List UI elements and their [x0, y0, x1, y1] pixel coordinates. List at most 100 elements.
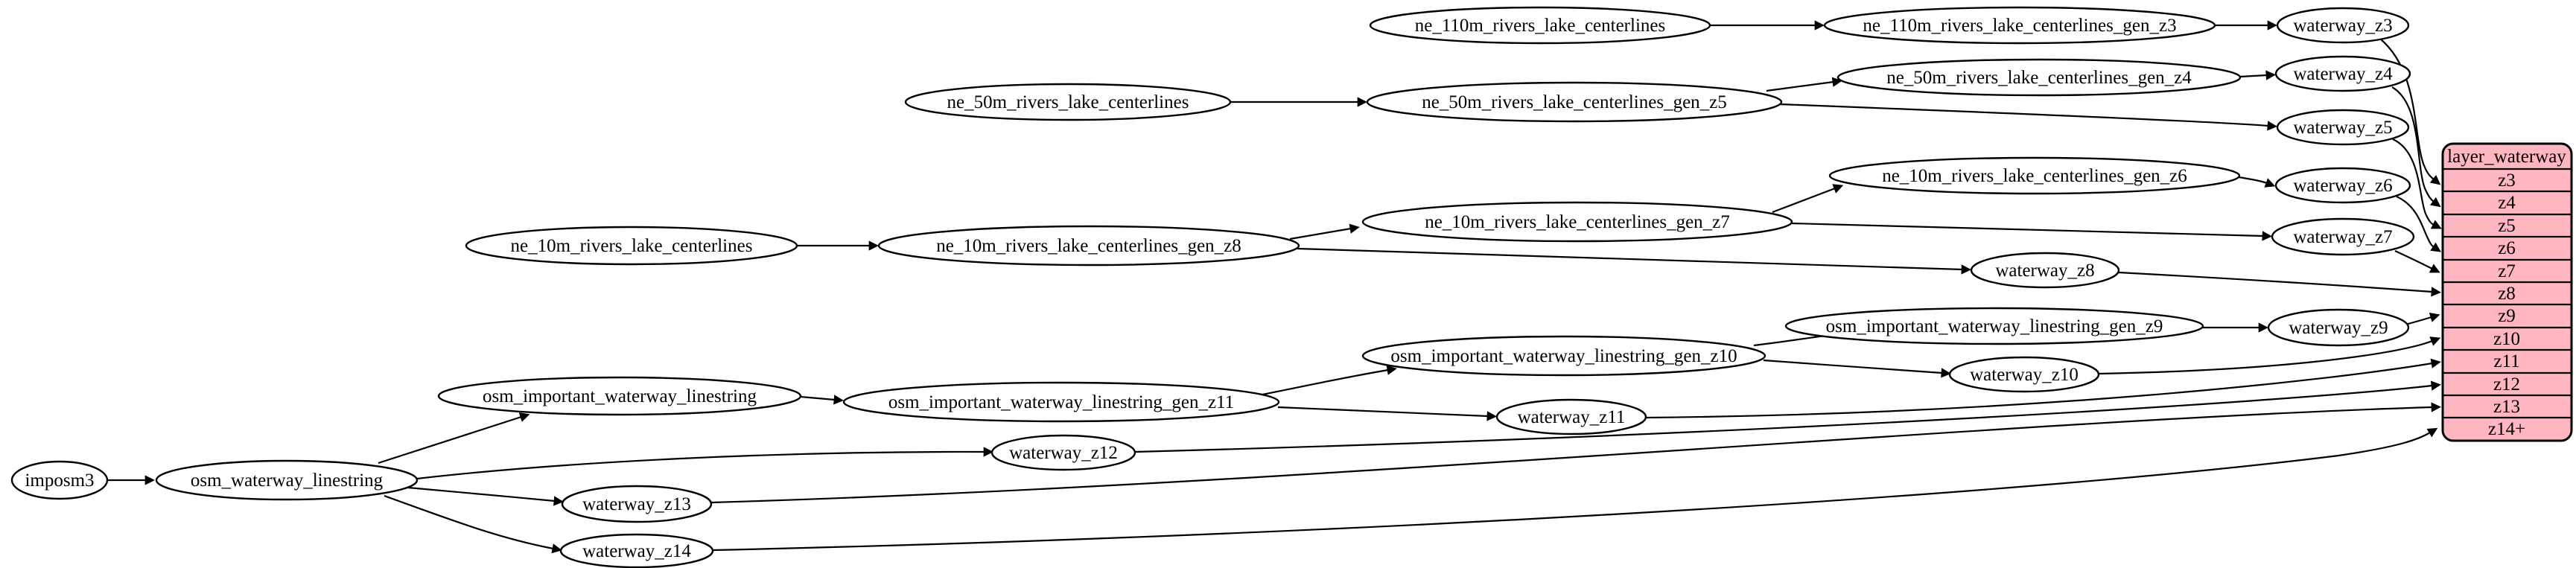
edge-waterway_z6-to-row-z6	[2396, 195, 2441, 252]
table-row-z6: z6	[2498, 238, 2516, 258]
node-osm-important-waterway-linestring-gen-z11-shape	[842, 381, 1280, 423]
node-waterway-z4: waterway_z4	[2274, 55, 2411, 92]
table-row-z12: z12	[2493, 374, 2520, 395]
node-ne-110m-rivers-lake-centerlines-gen-z3-label: ne_110m_rivers_lake_centerlines_gen_z3	[1863, 16, 2176, 36]
node-waterway-z11: waterway_z11	[1495, 398, 1647, 435]
node-ne-10m-rivers-lake-centerlines-gen-z7-label: ne_10m_rivers_lake_centerlines_gen_z7	[1425, 212, 1730, 232]
node-waterway-z6: waterway_z6	[2274, 167, 2411, 204]
node-imposm3: imposm3	[10, 460, 109, 500]
edge-waterway_z8-to-row-z8	[2118, 271, 2441, 297]
node-waterway-z5-label: waterway_z5	[2293, 118, 2392, 138]
edge-waterway_z9-to-row-z9	[2405, 312, 2440, 326]
node-waterway-z3-shape	[2276, 7, 2410, 44]
node-waterway-z12-label: waterway_z12	[1009, 443, 1118, 463]
node-waterway-z3-label: waterway_z3	[2293, 16, 2392, 36]
table-row-z4: z4	[2498, 193, 2516, 213]
nodes: imposm3 osm_waterway_linestring osm_impo…	[10, 6, 2415, 568]
layer-waterway-table-title: layer_waterway	[2447, 147, 2566, 167]
table-row-z14plus: z14+	[2488, 419, 2525, 439]
node-osm-important-waterway-linestring-gen-z9-shape	[1784, 307, 2204, 345]
node-waterway-z7: waterway_z7	[2271, 217, 2415, 256]
node-ne-50m-rivers-lake-centerlines-gen-z5-shape	[1366, 81, 1783, 123]
node-waterway-z8-label: waterway_z8	[1995, 261, 2094, 281]
table-row-z11: z11	[2493, 351, 2519, 371]
edge-waterway_z12-to-row-z12	[1134, 380, 2441, 453]
table-row-z10: z10	[2493, 329, 2520, 349]
node-ne-110m-rivers-lake-centerlines: ne_110m_rivers_lake_centerlines	[1369, 6, 1711, 45]
edge-gen_z10-to-waterway_z10	[1763, 359, 1951, 378]
edge-gen_z5-to-gen_z4	[1766, 77, 1842, 92]
node-waterway-z4-shape	[2274, 55, 2411, 92]
node-ne-10m-rivers-lake-centerlines-gen-z8-label: ne_10m_rivers_lake_centerlines_gen_z8	[936, 236, 1241, 256]
node-waterway-z14: waterway_z14	[559, 533, 714, 568]
edge-waterway_z4-to-row-z4	[2391, 86, 2441, 208]
node-waterway-z13-label: waterway_z13	[582, 494, 691, 514]
node-waterway-z12: waterway_z12	[990, 434, 1136, 471]
node-osm-important-waterway-linestring: osm_important_waterway_linestring	[437, 376, 802, 416]
node-osm-important-waterway-linestring-gen-z9: osm_important_waterway_linestring_gen_z9	[1784, 307, 2204, 345]
edge-osm_waterway_linestring-to-waterway_z12	[416, 447, 993, 480]
edge-gen_z4-to-waterway_z4	[2239, 70, 2276, 80]
edge-gen_z7-to-waterway_z7	[1791, 222, 2272, 241]
node-waterway-z13: waterway_z13	[561, 485, 713, 523]
node-ne-10m-rivers-lake-centerlines-gen-z8: ne_10m_rivers_lake_centerlines_gen_z8	[877, 225, 1300, 267]
node-ne-10m-rivers-lake-centerlines-shape	[465, 226, 798, 266]
node-ne-10m-rivers-lake-centerlines-gen-z7-shape	[1361, 201, 1793, 243]
node-osm-important-waterway-linestring-shape	[437, 376, 802, 416]
node-waterway-z10-shape	[1948, 356, 2100, 393]
edge-waterway_z13-to-row-z13	[710, 402, 2441, 504]
layer-waterway-table: layer_waterway z3 z4 z5 z6 z7 z8 z9 z10 …	[2441, 142, 2573, 442]
edge-waterway_z7-to-row-z7	[2394, 250, 2440, 273]
edge-waterway_z14-to-row-z14	[712, 427, 2438, 552]
table-row-z13: z13	[2493, 397, 2520, 417]
node-osm-important-waterway-linestring-gen-z11-label: osm_important_waterway_linestring_gen_z1…	[888, 392, 1234, 412]
node-waterway-z9: waterway_z9	[2267, 308, 2410, 347]
node-ne-50m-rivers-lake-centerlines-shape	[904, 83, 1232, 121]
node-osm-important-waterway-linestring-gen-z10-label: osm_important_waterway_linestring_gen_z1…	[1390, 346, 1737, 366]
node-waterway-z6-label: waterway_z6	[2293, 176, 2392, 196]
node-waterway-z9-label: waterway_z9	[2289, 318, 2388, 338]
node-ne-110m-rivers-lake-centerlines-label: ne_110m_rivers_lake_centerlines	[1415, 16, 1665, 36]
node-waterway-z7-label: waterway_z7	[2293, 227, 2392, 247]
table-row-z7: z7	[2498, 261, 2516, 281]
node-ne-50m-rivers-lake-centerlines-gen-z4: ne_50m_rivers_lake_centerlines_gen_z4	[1836, 58, 2242, 97]
node-waterway-z10-label: waterway_z10	[1970, 365, 2079, 385]
table-row-z5: z5	[2498, 216, 2516, 236]
edge-osm_waterway_linestring-to-waterway_z13	[407, 486, 564, 506]
edge-osm_waterway_linestring-to-osm_important_waterway_linestring	[378, 412, 530, 465]
node-imposm3-label: imposm3	[25, 470, 94, 491]
edge-waterway_z11-to-row-z11	[1645, 358, 2441, 419]
node-waterway-z8: waterway_z8	[1970, 252, 2120, 289]
node-waterway-z5-shape	[2276, 109, 2410, 146]
node-ne-50m-rivers-lake-centerlines-gen-z5: ne_50m_rivers_lake_centerlines_gen_z5	[1366, 81, 1783, 123]
edge-osm_waterway_linestring-to-waterway_z14	[384, 494, 562, 554]
node-osm-important-waterway-linestring-label: osm_important_waterway_linestring	[483, 386, 757, 406]
edge-gen_z5-to-waterway_z5	[1779, 103, 2277, 131]
node-ne-50m-rivers-lake-centerlines-label: ne_50m_rivers_lake_centerlines	[947, 92, 1189, 112]
node-waterway-z8-shape	[1970, 252, 2120, 289]
table-row-z3: z3	[2498, 170, 2516, 191]
layer-waterway-table-body	[2441, 142, 2573, 442]
node-ne-50m-rivers-lake-centerlines-gen-z4-shape	[1836, 58, 2242, 97]
node-imposm3-shape	[10, 460, 109, 500]
node-osm-important-waterway-linestring-gen-z11: osm_important_waterway_linestring_gen_z1…	[842, 381, 1280, 423]
node-waterway-z10: waterway_z10	[1948, 356, 2100, 393]
node-ne-50m-rivers-lake-centerlines-gen-z5-label: ne_50m_rivers_lake_centerlines_gen_z5	[1422, 92, 1727, 112]
node-osm-waterway-linestring: osm_waterway_linestring	[155, 459, 419, 501]
node-osm-waterway-linestring-shape	[155, 459, 419, 501]
edge-gen_z7-to-gen_z6	[1772, 184, 1844, 214]
node-waterway-z4-label: waterway_z4	[2293, 64, 2393, 84]
node-waterway-z14-label: waterway_z14	[582, 541, 691, 561]
node-waterway-z13-shape	[561, 485, 713, 523]
edge-gen_z8-to-gen_z7	[1289, 223, 1360, 240]
edge-waterway_z10-to-row-z10	[2098, 336, 2441, 375]
node-osm-important-waterway-linestring-gen-z10-shape	[1361, 335, 1766, 377]
node-waterway-z9-shape	[2267, 308, 2410, 347]
node-ne-10m-rivers-lake-centerlines-gen-z7: ne_10m_rivers_lake_centerlines_gen_z7	[1361, 201, 1793, 243]
node-ne-10m-rivers-lake-centerlines-gen-z6-label: ne_10m_rivers_lake_centerlines_gen_z6	[1882, 166, 2187, 186]
node-waterway-z5: waterway_z5	[2276, 109, 2410, 146]
edge-gen_z6-to-waterway_z6	[2238, 176, 2276, 188]
